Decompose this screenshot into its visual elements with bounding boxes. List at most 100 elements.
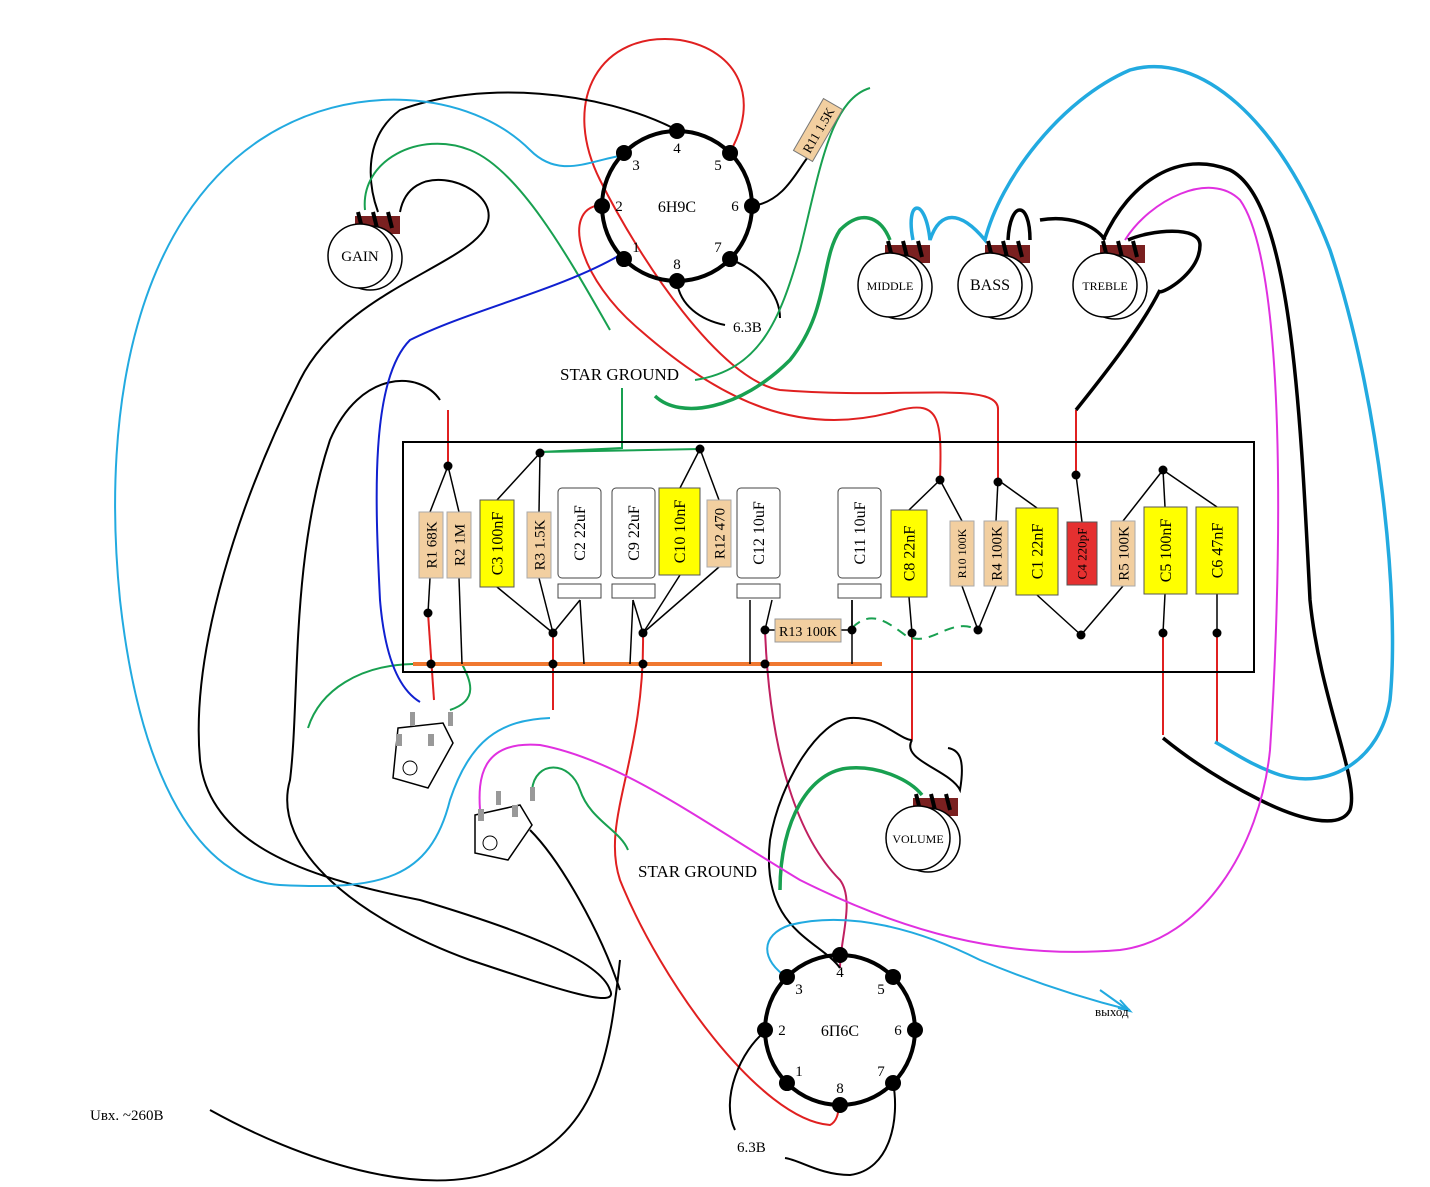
pot-gain[interactable]: GAIN [327, 211, 403, 291]
lead-wire [496, 452, 541, 501]
junction-dot [1158, 628, 1168, 638]
pot-label: VOLUME [892, 832, 943, 846]
lead-wire [995, 479, 999, 522]
capacitor-base [557, 583, 602, 599]
lead-wire [538, 452, 541, 513]
lead-wire [1122, 469, 1164, 522]
junction-dot [1071, 470, 1081, 480]
pin-number: 5 [877, 982, 885, 998]
r13-label: R13 100K [779, 625, 837, 640]
pot-middle[interactable]: MIDDLE [857, 240, 933, 320]
junction-dot [638, 659, 648, 669]
component-label: C12 10uF [751, 501, 768, 565]
component-c6: C6 47nF [1195, 506, 1239, 595]
capacitor-body [557, 487, 602, 579]
pot-label: GAIN [341, 249, 379, 265]
input-jack-1[interactable] [392, 712, 454, 789]
resistor-body [949, 520, 975, 587]
junction-dot [760, 659, 770, 669]
output-label: выход [1095, 1004, 1129, 1019]
component-label: R3 1.5K [532, 519, 548, 570]
pot-lug [944, 793, 952, 811]
pot-volume[interactable]: VOLUME [885, 793, 961, 873]
resistor-body [983, 520, 1009, 587]
pot-label: MIDDLE [867, 279, 914, 293]
tube-pin [669, 273, 685, 289]
pin-number: 5 [714, 158, 722, 174]
lead-wire [632, 599, 644, 634]
wire-black [197, 178, 613, 1000]
pot-knob[interactable] [885, 805, 951, 871]
tube-pin [832, 947, 848, 963]
lead-wire [908, 596, 913, 634]
pot-lug [1001, 240, 1009, 258]
tube-pin [615, 144, 632, 161]
wire-dark-red [764, 629, 848, 969]
pot-lug [916, 240, 924, 258]
wire-black-thick [1074, 289, 1162, 412]
junction-dot [1212, 628, 1222, 638]
pot-knob[interactable] [1072, 252, 1138, 318]
pin-number: 4 [673, 141, 681, 157]
resistor-body [446, 511, 472, 579]
pot-bass[interactable]: BASS [957, 240, 1033, 320]
component-c12: C12 10uF [736, 487, 781, 599]
wire-star-ground [539, 388, 701, 453]
pin-number: 1 [795, 1064, 803, 1080]
tube-pin [885, 1075, 902, 1092]
junction-dot [993, 477, 1003, 487]
lead-wire [939, 479, 963, 522]
pot-label: BASS [970, 277, 1010, 294]
component-label: R5 100K [1116, 526, 1132, 581]
component-c8: C8 22nF [890, 509, 928, 598]
component-r10: R10 100K [949, 520, 975, 587]
pin-number: 3 [632, 158, 640, 174]
pin-number: 4 [836, 965, 844, 981]
component-label: C11 10uF [852, 501, 869, 564]
capacitor-body [837, 487, 882, 579]
star-ground-label: STAR GROUND [560, 365, 679, 384]
wire-light-blue-thick [909, 64, 1395, 781]
wire-black [909, 739, 963, 794]
pot-knob[interactable] [327, 223, 393, 289]
junction-dot [423, 608, 433, 618]
pot-lug [1116, 240, 1124, 258]
pin-number: 1 [632, 240, 640, 256]
resistor-body [526, 511, 552, 579]
pin-number: 2 [778, 1023, 786, 1039]
pot-knob[interactable] [957, 252, 1023, 318]
lead-wire [977, 585, 997, 631]
lead-wire [1162, 469, 1166, 508]
component-label: C5 100nF [1158, 519, 1175, 583]
component-label: C2 22uF [572, 505, 589, 561]
junction-dot [638, 628, 648, 638]
wire-red [578, 204, 942, 481]
junction-dot [973, 625, 983, 635]
component-c1: C1 22nF [1015, 507, 1059, 596]
lead-wire [427, 577, 431, 614]
wire-green-thick [653, 215, 892, 411]
component-c2: C2 22uF [557, 487, 602, 599]
junction-dot [443, 461, 453, 471]
resistor-body [418, 511, 444, 579]
component-r1: R1 68K [418, 511, 444, 579]
pot-knob[interactable] [857, 252, 923, 318]
wire-black [752, 149, 816, 207]
r13-body [774, 618, 842, 643]
component-label: C3 100nF [490, 512, 507, 576]
component-c3: C3 100nF [479, 499, 515, 588]
wire-red [613, 632, 841, 1127]
component-label: C6 47nF [1210, 523, 1227, 579]
component-label: C4 220pF [1075, 528, 1090, 580]
wire-red [427, 612, 435, 701]
pot-lug [386, 211, 394, 229]
pot-treble[interactable]: TREBLE [1072, 240, 1148, 320]
component-leads [427, 448, 1218, 665]
capacitor-base [736, 583, 781, 599]
pot-lug [371, 211, 379, 229]
component-c9: C9 22uF [611, 487, 656, 599]
input-jack-2[interactable] [474, 787, 535, 861]
tube-pin [885, 968, 902, 985]
